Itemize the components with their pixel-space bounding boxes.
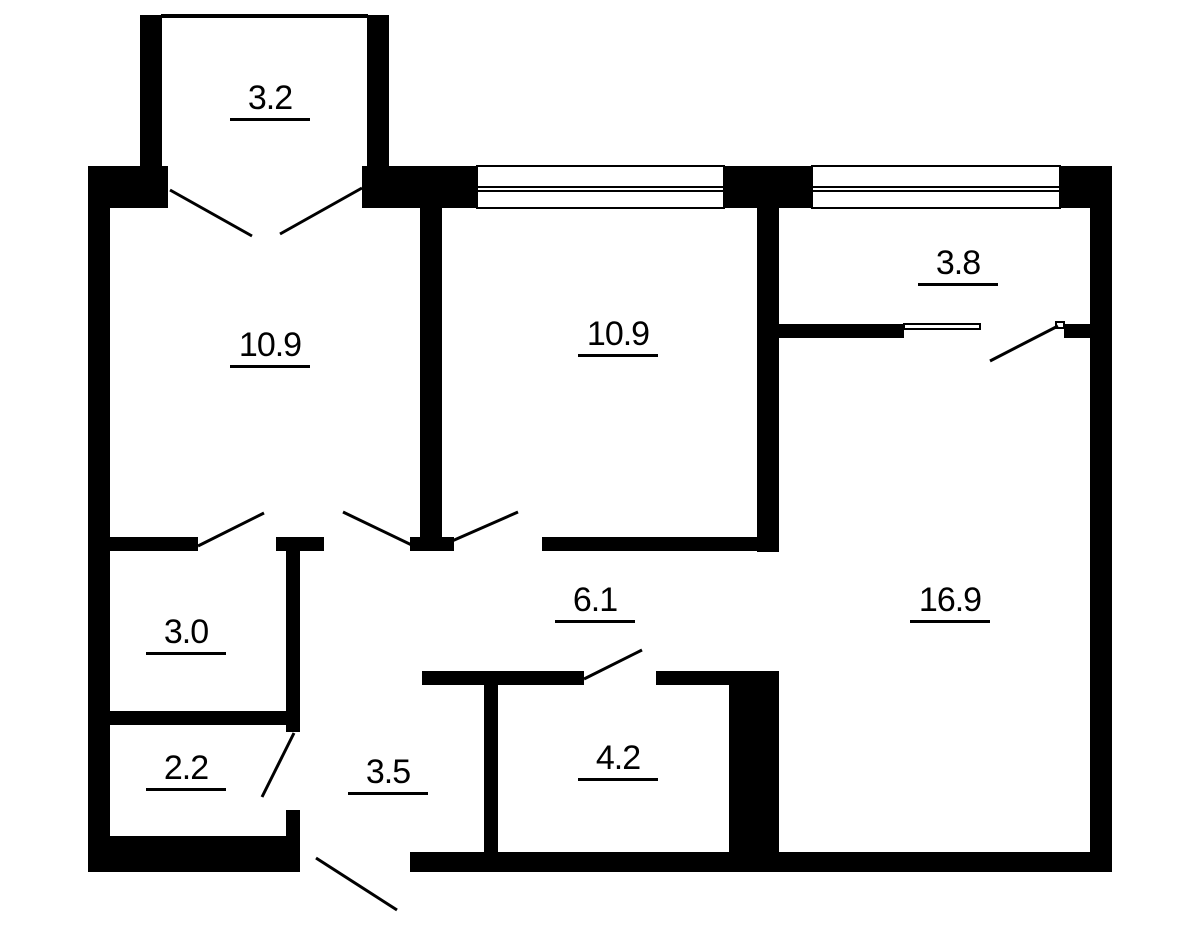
wall-toilet-right [286,810,300,850]
door-balcony-left [169,188,253,238]
room-area-balcony-top-value: 3.2 [247,79,293,117]
wall-bedroom-living [757,195,779,552]
door-toilet [260,732,296,798]
room-area-entrance: 3.5 [348,752,428,795]
window-balcony-small [1055,321,1065,329]
room-area-living: 16.9 [910,580,990,623]
room-area-bedroom-center: 10.9 [578,314,658,357]
room-area-underline [230,118,310,121]
door-storage [583,648,643,681]
room-area-balcony-right: 3.8 [918,243,998,286]
window-balcony-top [161,14,368,18]
wall-storage-left [484,671,498,871]
door-bedroom-center [451,510,519,543]
walls [88,15,1112,872]
door-bath [197,511,265,548]
room-area-underline [578,778,658,781]
room-area-toilet: 2.2 [146,748,226,791]
wall-bath-toilet [108,711,300,725]
wall-bedrooms-divider [420,195,442,550]
room-area-underline [555,620,635,623]
wall-top-mid [362,166,477,208]
room-area-underline [910,620,990,623]
door-balcony-living [989,324,1059,363]
wall-outer-right [1090,166,1112,872]
room-area-toilet-value: 2.2 [163,749,209,787]
wall-bath-right [286,537,300,732]
room-area-underline [348,792,428,795]
room-area-bedroom-left-value: 10.9 [238,326,302,364]
room-area-underline [146,788,226,791]
wall-bottom-left [88,836,300,872]
wall-storage-pillar [729,671,779,872]
windows [161,14,1065,330]
wall-storage-top-right [656,671,731,685]
room-area-storage: 4.2 [578,738,658,781]
room-area-bathroom: 3.0 [146,612,226,655]
room-area-hall-value: 6.1 [572,581,618,619]
room-area-bedroom-left: 10.9 [230,325,310,368]
room-area-storage-value: 4.2 [595,739,641,777]
wall-balcony-top-right [367,15,389,195]
wall-storage-top-left [422,671,584,685]
room-area-living-value: 16.9 [918,581,982,619]
room-area-underline [578,354,658,357]
room-area-bathroom-value: 3.0 [163,613,209,651]
door-entrance [315,856,398,912]
room-area-entrance-value: 3.5 [365,753,411,791]
wall-bath-top [108,537,198,551]
wall-balcony-right-end [1064,324,1094,338]
door-balcony-right [279,186,363,236]
room-area-underline [918,283,998,286]
room-area-bedroom-center-value: 10.9 [586,315,650,353]
wall-bedroom-bottom [542,537,779,551]
room-area-hall: 6.1 [555,580,635,623]
room-area-underline [146,652,226,655]
room-area-underline [230,365,310,368]
door-bedroom-left [342,510,421,551]
wall-balcony-top-left [140,15,162,195]
wall-outer-left [88,166,110,872]
door-swings [169,186,1059,912]
room-area-balcony-top: 3.2 [230,78,310,121]
room-area-balcony-right-value: 3.8 [935,244,981,282]
wall-stub-b [410,537,454,551]
window-balcony-inner [903,323,981,330]
wall-balcony-right [779,324,904,338]
